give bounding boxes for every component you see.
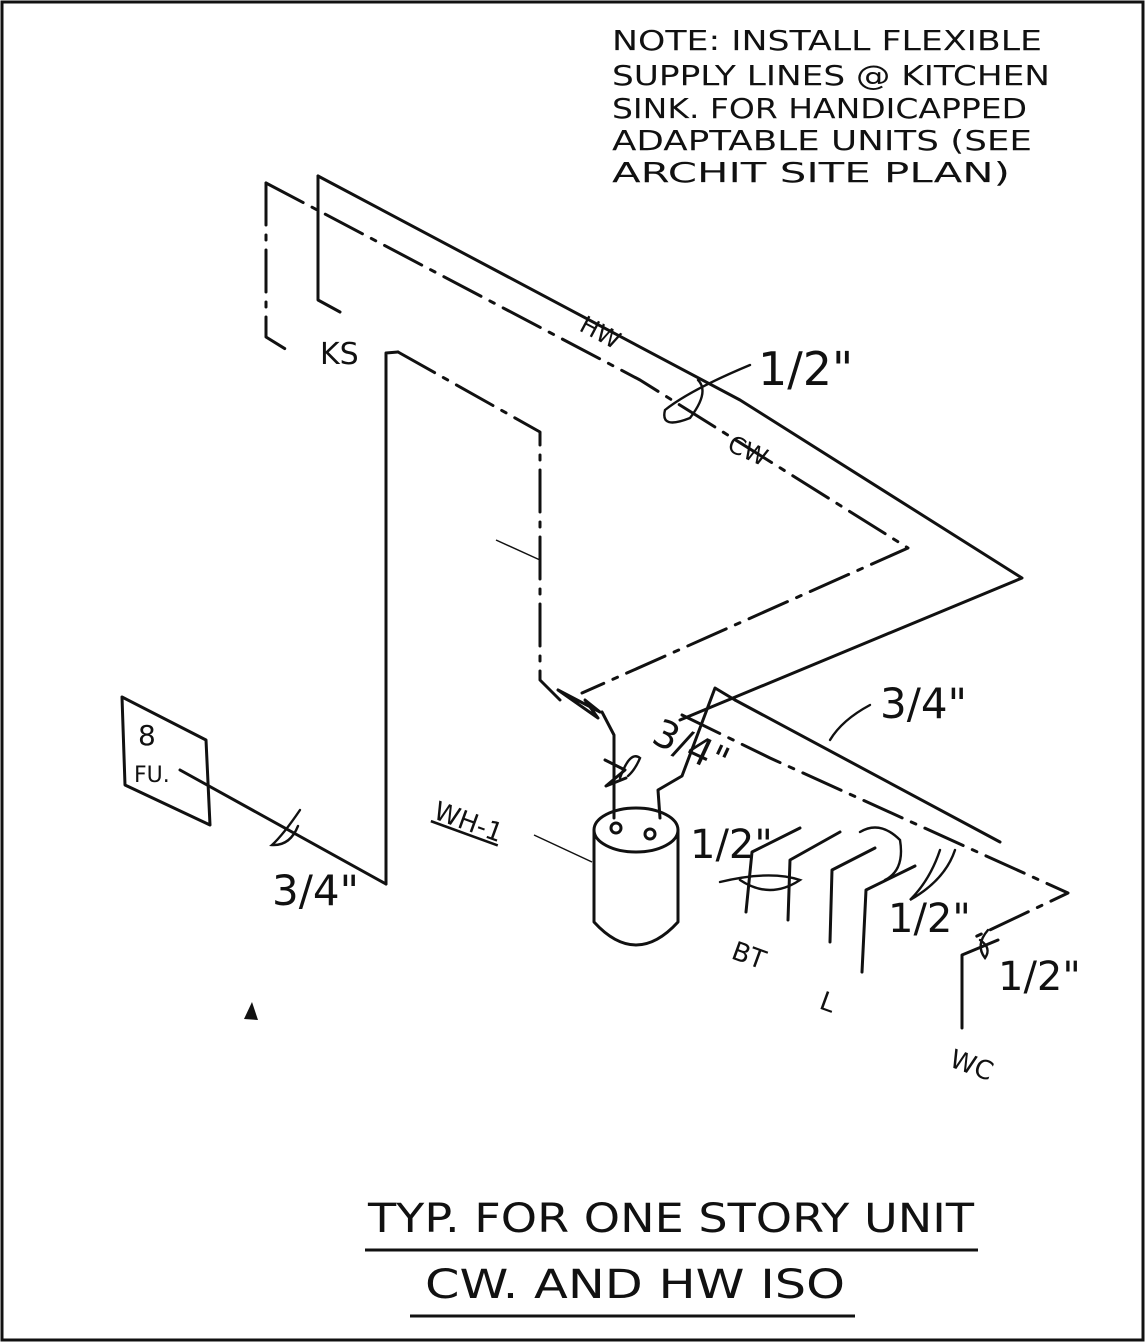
note-line-2: SUPPLY LINES @ KITCHEN: [612, 59, 1050, 92]
branch-size: 3/4": [880, 679, 967, 728]
note-line-1: NOTE: INSTALL FLEXIBLE: [612, 24, 1042, 57]
wc-riser: [960, 938, 1000, 1030]
heater-port-right: [643, 827, 657, 841]
ks-leader: [495, 539, 541, 561]
heater-port-left: [609, 821, 623, 835]
heater-outlet: [656, 686, 737, 820]
lav-riser-hw: [828, 846, 877, 944]
lav-riser-cw: [860, 864, 917, 974]
meter-box: [120, 695, 212, 827]
note-line-4: ADAPTABLE UNITS (SEE: [612, 124, 1032, 157]
cw-branch: [733, 698, 1002, 844]
cw-main-run: [316, 174, 1024, 722]
main-size-tag: [663, 363, 752, 424]
bt-size-tag: [718, 874, 803, 892]
lav-size-tag-2: [909, 848, 957, 902]
fixture-branch: 3/4" BT 1/2" L 1/2" WC: [680, 679, 1081, 1088]
lav-size: 1/2": [888, 896, 971, 942]
lav-size-tag-1: [858, 826, 903, 882]
supply-meter: 8 FU. 3/4": [120, 695, 388, 915]
heater-left-size: 1/2": [690, 822, 773, 868]
hw-branch: [680, 713, 1070, 939]
wc-label: WC: [946, 1044, 997, 1087]
heater-inlet: [600, 710, 616, 820]
title-line-1: TYP. FOR ONE STORY UNIT: [367, 1196, 975, 1242]
general-note: NOTE: INSTALL FLEXIBLE SUPPLY LINES @ KI…: [612, 24, 1050, 189]
note-line-5: ARCHIT SITE PLAN): [612, 156, 1010, 189]
kitchen-sink-piping: [264, 174, 1024, 886]
supply-size: 3/4": [272, 866, 359, 915]
water-heater: WH-1 3/4" 1/2": [430, 686, 773, 947]
heater-out-size: 3/4": [646, 710, 736, 783]
drawing-title: TYP. FOR ONE STORY UNIT CW. AND HW ISO: [365, 1196, 978, 1318]
heater-tank-body: [592, 828, 680, 947]
heater-tank-top: [592, 806, 680, 854]
bt-label: BT: [728, 936, 770, 976]
bt-riser-hw: [744, 826, 802, 914]
supply-size-tag: [269, 808, 302, 847]
heater-leader: [533, 834, 593, 863]
heater-label: WH-1: [430, 796, 507, 849]
cw-label: CW: [724, 430, 772, 472]
title-line-2: CW. AND HW ISO: [425, 1262, 845, 1308]
hw-riser-ks: [264, 181, 289, 352]
wc-size-tag: [978, 928, 990, 961]
note-line-3: SINK. FOR HANDICAPPED: [612, 92, 1027, 125]
lav-label: L: [816, 986, 840, 1019]
heater-out-size-tag: [618, 755, 642, 780]
meter-unit: FU.: [134, 763, 170, 788]
supply-line: [178, 768, 388, 886]
ks-label: KS: [320, 337, 359, 372]
hw-drop-to-heater: [396, 350, 562, 702]
hw-main-run: [264, 181, 910, 695]
heater-check-valve: [556, 688, 602, 720]
main-size: 1/2": [758, 342, 853, 396]
meter-count: 8: [138, 719, 156, 752]
arrow-mark: [244, 1002, 258, 1020]
bt-riser-cw: [786, 830, 842, 922]
cw-supply-riser: [384, 350, 400, 886]
cw-riser-ks: [316, 174, 342, 314]
branch-size-tag: [828, 703, 872, 742]
wc-size: 1/2": [998, 954, 1081, 1000]
